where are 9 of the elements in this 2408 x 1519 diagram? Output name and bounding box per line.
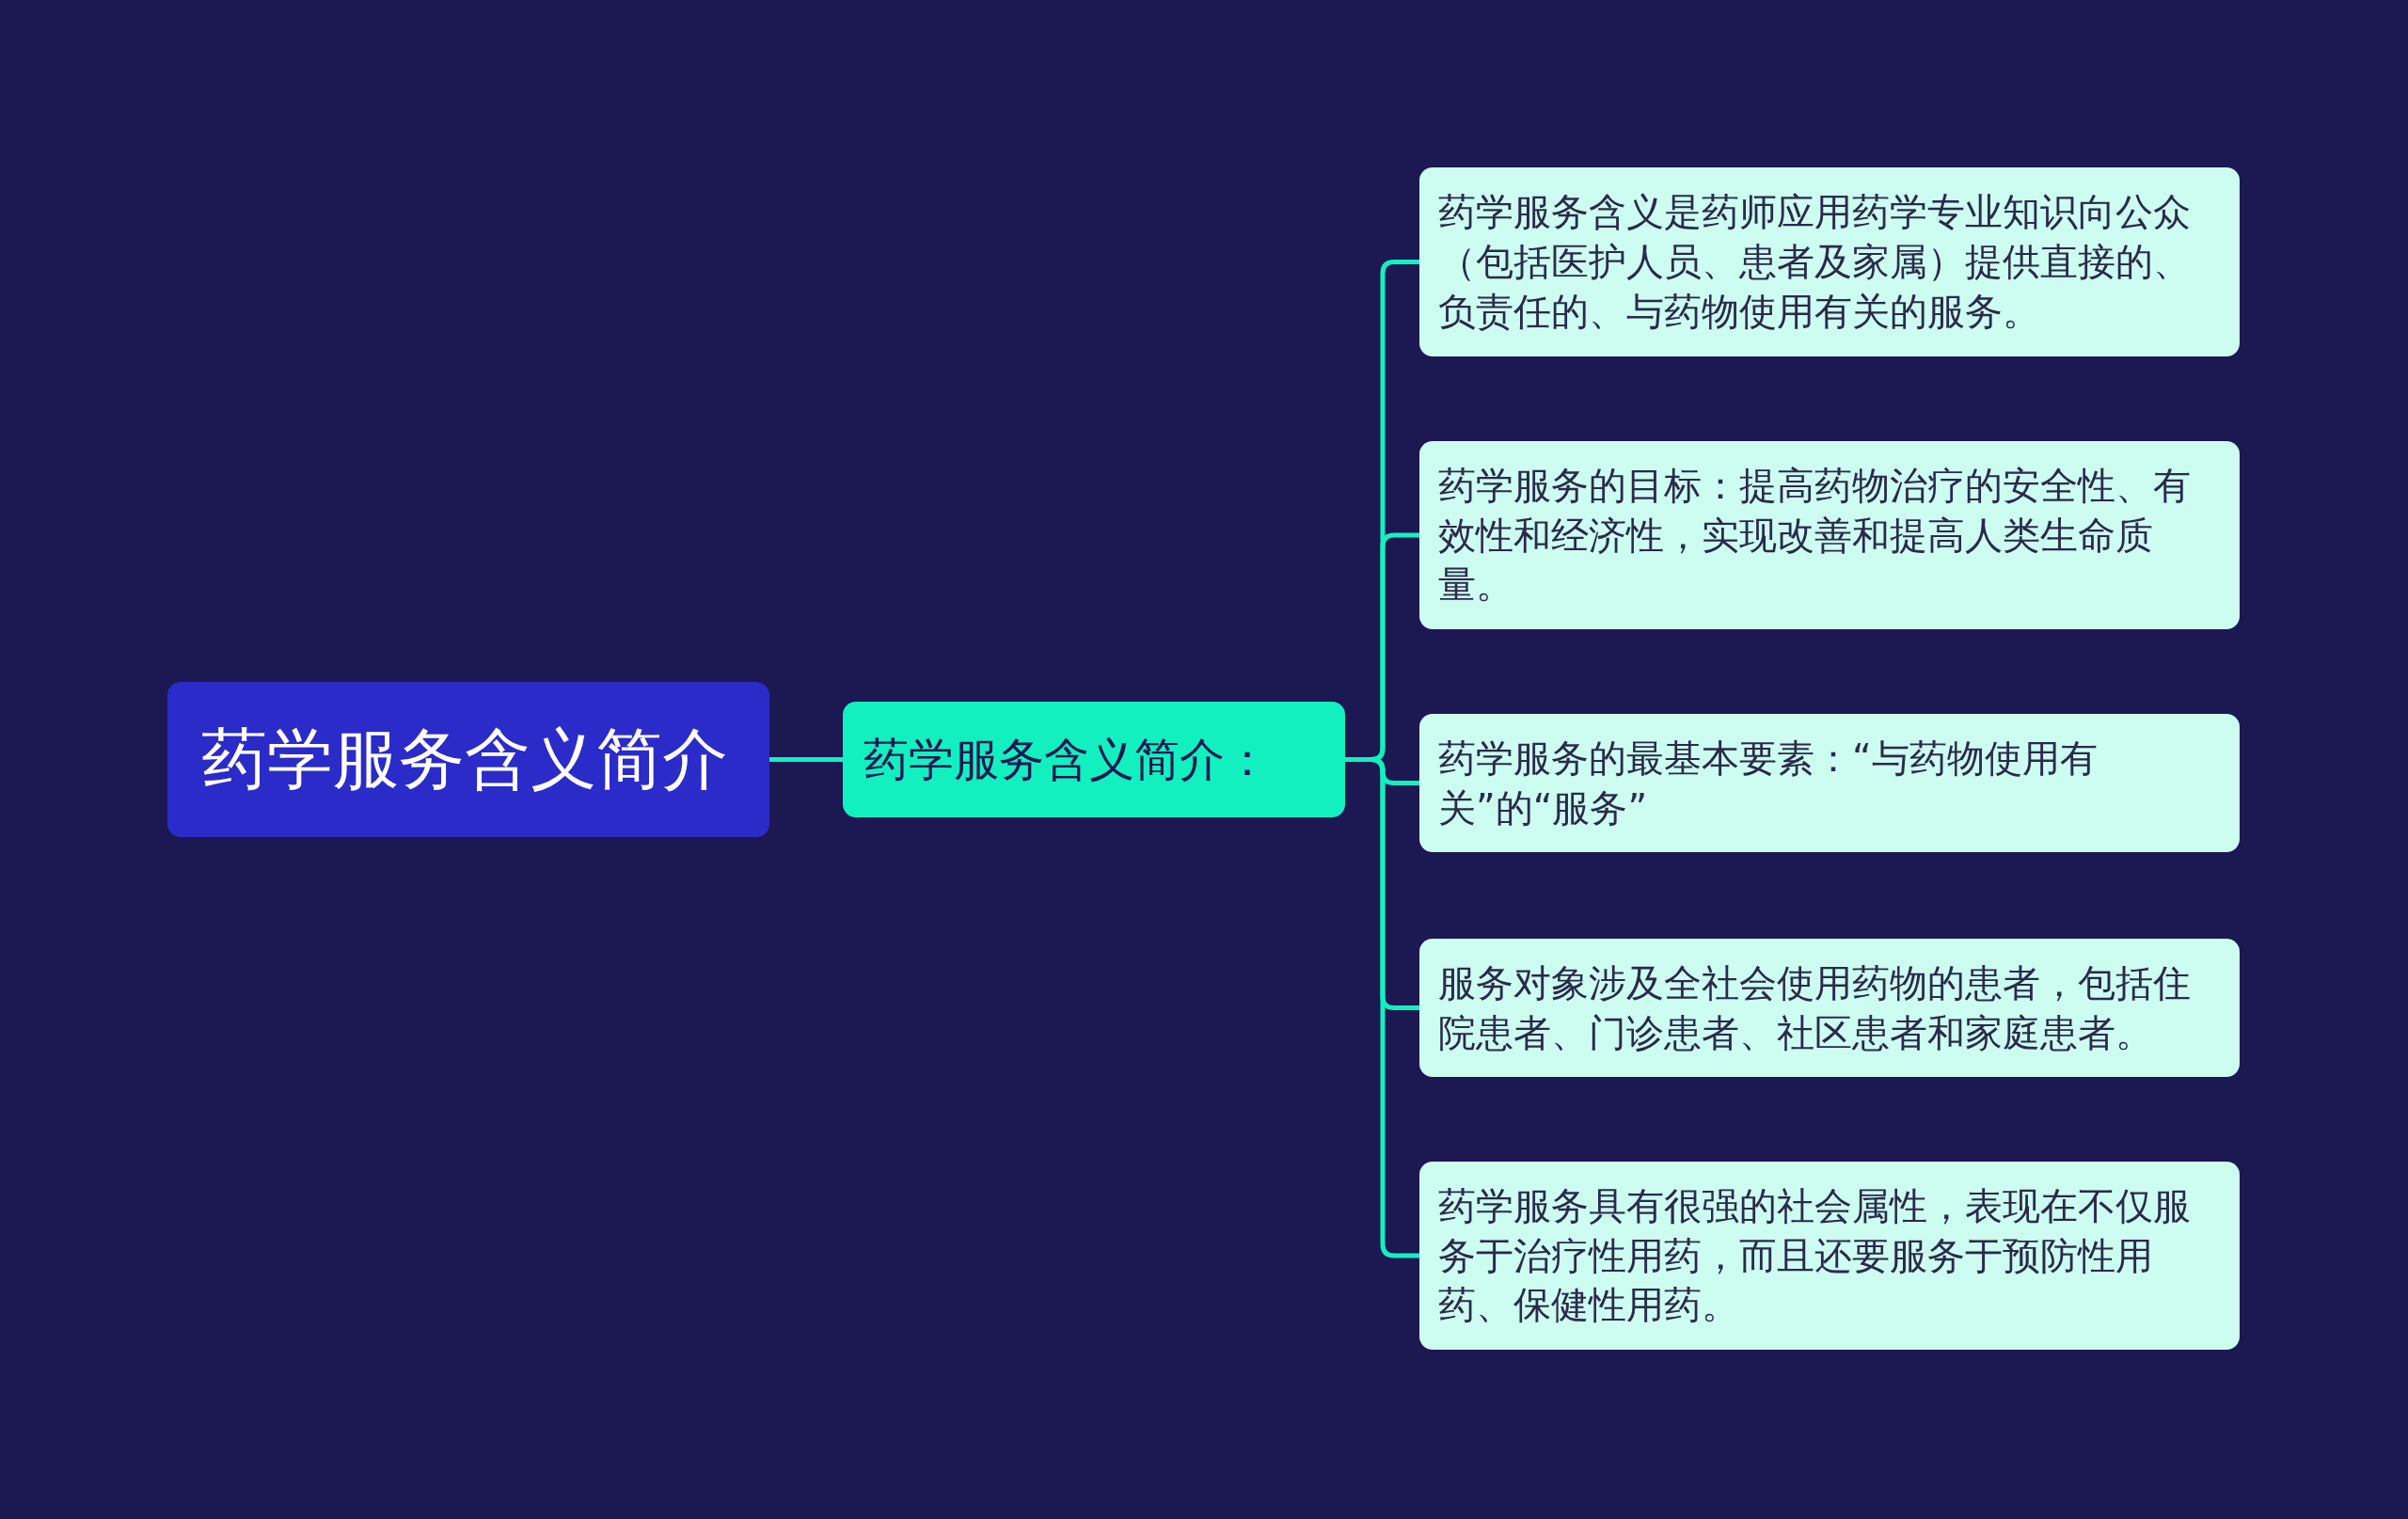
detail-box: 服务对象涉及全社会使用药物的患者，包括住院患者、门诊患者、社区患者和家庭患者。	[1419, 939, 2240, 1077]
connector-line	[1345, 757, 1419, 1258]
detail-box: 药学服务具有很强的社会属性，表现在不仅服务于治疗性用药，而且还要服务于预防性用药、保健性用药。	[1419, 1162, 2240, 1350]
subtopic-box: 药学服务含义简介：	[843, 702, 1345, 817]
detail-box: 药学服务的目标：提高药物治疗的安全性、有效性和经济性，实现改善和提高人类生命质量。	[1419, 441, 2240, 629]
detail-box: 药学服务含义是药师应用药学专业知识向公众（包括医护人员、患者及家属）提供直接的、负责任的、与药物使用有关的服务。	[1419, 167, 2240, 356]
topic-box: 药学服务含义简介	[167, 682, 769, 837]
detail-box: 药学服务的最基本要素：“与药物使用有关”的“服务”	[1419, 714, 2240, 852]
connector-line	[769, 757, 843, 762]
